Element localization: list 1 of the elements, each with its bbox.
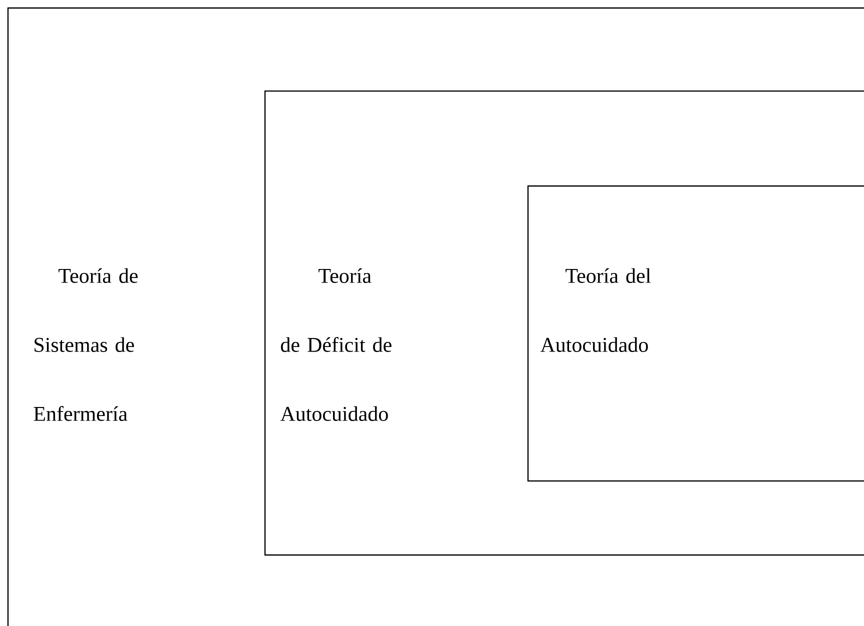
theory-box: Teoría del Autocuidado [527, 185, 864, 482]
